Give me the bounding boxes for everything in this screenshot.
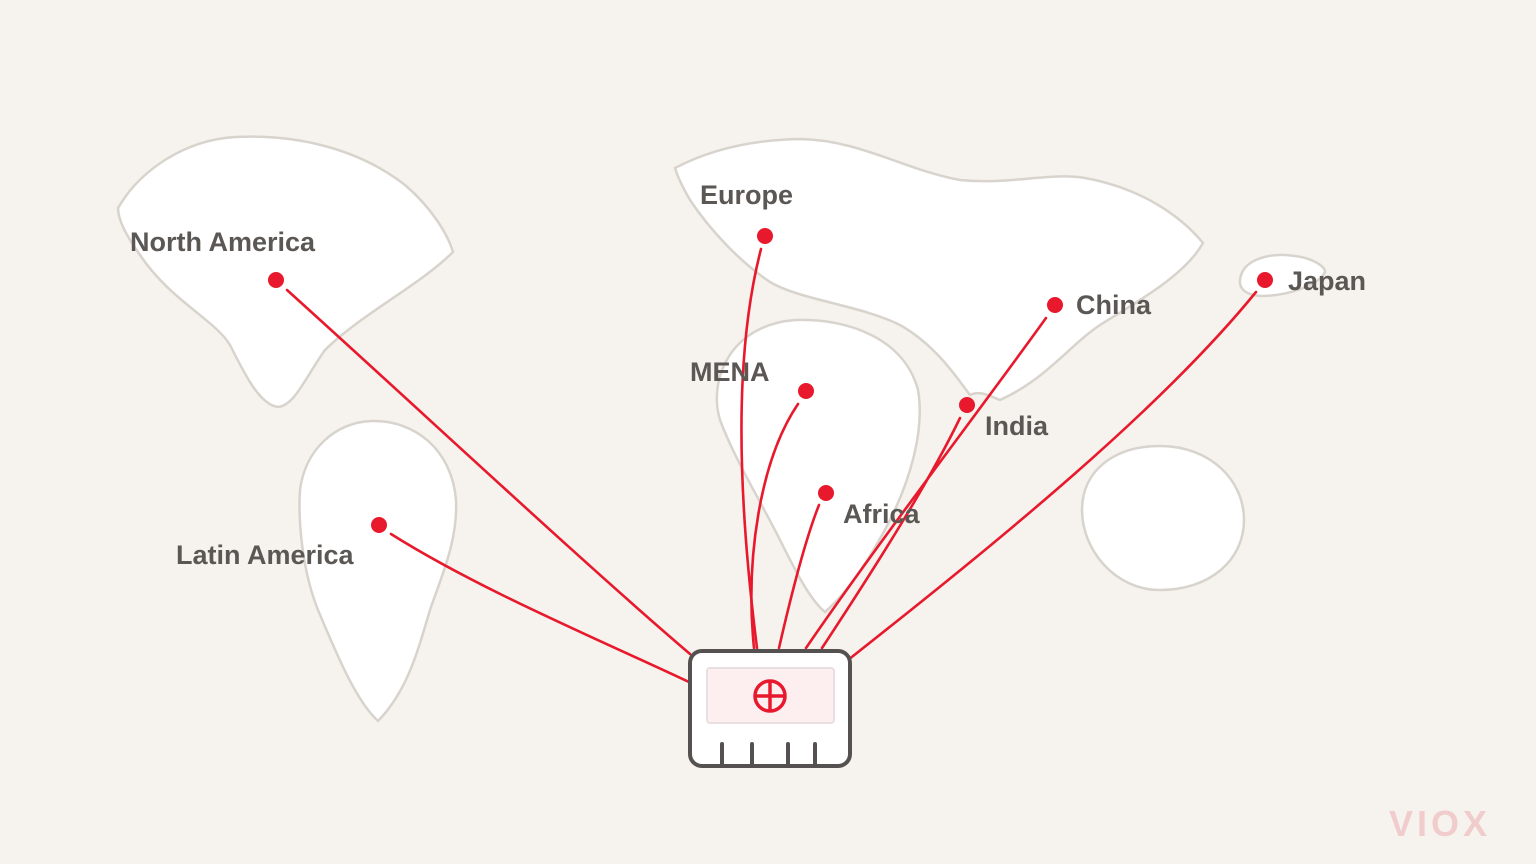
region-label-japan: Japan	[1288, 266, 1366, 296]
connection-line-latin-america	[389, 532, 691, 684]
region-label-mena: MENA	[690, 357, 770, 387]
connection-line-north-america	[285, 288, 692, 656]
region-label-china: China	[1076, 290, 1152, 320]
hub-device	[688, 649, 852, 768]
region-label-north-america: North America	[130, 227, 316, 257]
continents	[116, 135, 1327, 723]
continent-north-america	[116, 135, 455, 409]
connection-lines	[285, 247, 1258, 684]
region-label-africa: Africa	[843, 499, 921, 529]
connection-line-japan	[846, 290, 1258, 662]
region-label-europe: Europe	[700, 180, 793, 210]
region-dot-japan	[1257, 272, 1273, 288]
region-dot-africa	[818, 485, 834, 501]
region-dot-china	[1047, 297, 1063, 313]
continent-latin-america	[298, 419, 458, 723]
region-dot-india	[959, 397, 975, 413]
viox-logo: VIOX	[1389, 803, 1491, 844]
region-dot-north-america	[268, 272, 284, 288]
continent-africa	[715, 318, 921, 614]
connection-line-europe	[740, 247, 763, 650]
continent-australia	[1080, 444, 1246, 592]
globe-crosshair-icon	[753, 679, 787, 713]
region-dot-europe	[757, 228, 773, 244]
continent-eurasia	[673, 137, 1205, 402]
viox-logo-text: VIOX	[1389, 803, 1491, 844]
connection-line-india	[820, 416, 962, 650]
region-label-latin-america: Latin America	[176, 540, 355, 570]
connection-line-mena	[750, 402, 800, 650]
region-label-india: India	[985, 411, 1049, 441]
region-dot-latin-america	[371, 517, 387, 533]
connection-line-africa	[777, 503, 821, 650]
region-dot-mena	[798, 383, 814, 399]
connection-line-china	[804, 316, 1048, 650]
